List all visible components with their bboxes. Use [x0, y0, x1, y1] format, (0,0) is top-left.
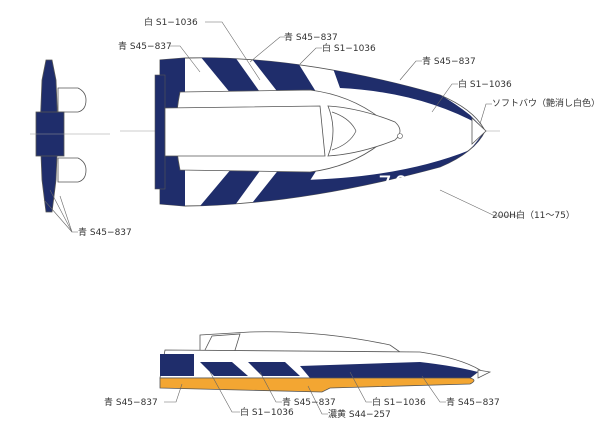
leader-side-yellow — [307, 385, 328, 415]
fuel-cap — [397, 133, 403, 139]
leader-side-white-1 — [209, 371, 240, 413]
leader-side-blue-3 — [421, 375, 446, 403]
leader-top-blue-1 — [170, 45, 201, 73]
label-side-blue-1: 青 S45−837 — [104, 398, 158, 408]
canopy — [199, 331, 402, 353]
label-top-white-3: 白 S1−1036 — [458, 80, 512, 90]
side-stripe-1 — [200, 362, 248, 376]
label-number-color: 200H白（11〜75） — [492, 211, 575, 221]
leader-number-color — [439, 189, 520, 217]
soft-bow — [471, 117, 487, 145]
leader-top-white-1 — [205, 21, 261, 81]
transom — [154, 74, 166, 190]
seat-bottom — [331, 130, 357, 151]
leader-soft-bow — [479, 103, 492, 125]
label-top-blue-2: 青 S45−837 — [284, 33, 338, 43]
side-navy-long — [300, 362, 478, 378]
label-top-blue-3: 青 S45−837 — [422, 57, 476, 67]
label-side-blue-3: 青 S45−837 — [446, 398, 500, 408]
leader-side-blue-1 — [164, 383, 183, 403]
leader-top-white-2 — [299, 47, 322, 65]
cockpit-inner — [164, 105, 326, 157]
front-view-leader-3 — [43, 199, 73, 233]
leader-top-blue-2 — [249, 36, 285, 63]
bottom-stripe-1 — [195, 168, 262, 207]
label-top-white-1: 白 S1−1036 — [144, 18, 198, 28]
top-view: 70 — [120, 21, 520, 217]
front-view-sponson-top — [57, 87, 87, 113]
leader-side-white-2 — [349, 371, 372, 403]
leader-side-blue-2 — [259, 371, 282, 403]
side-hull-yellow — [159, 377, 475, 393]
side-bow-tip — [477, 369, 492, 379]
label-top-white-2: 白 S1−1036 — [322, 44, 376, 54]
cowling — [327, 105, 401, 157]
front-view-sponson-bottom — [57, 157, 87, 183]
bottom-stripe-2 — [245, 168, 318, 207]
front-view — [30, 59, 110, 233]
label-soft-bow: ソフトバウ（艶消し白色） — [492, 99, 600, 109]
top-stripe-2 — [245, 57, 318, 95]
label-front-blue: 青 S45−837 — [78, 228, 132, 238]
leader-top-blue-3 — [399, 60, 422, 81]
top-stripe-1 — [195, 57, 262, 95]
front-view-leader-2 — [59, 195, 73, 233]
side-view — [159, 331, 492, 415]
label-side-white-1: 白 S1−1036 — [240, 408, 294, 418]
label-side-blue-2: 青 S45−837 — [282, 398, 336, 408]
seat-top — [331, 111, 357, 132]
label-top-blue-1: 青 S45−837 — [118, 42, 172, 52]
leader-top-white-3 — [431, 83, 458, 113]
boat-number: 70 — [378, 173, 410, 198]
side-stripe-2 — [248, 362, 300, 376]
label-side-white-2: 白 S1−1036 — [372, 398, 426, 408]
side-stern-navy — [160, 354, 194, 376]
label-side-yellow: 濃黄 S44−257 — [328, 410, 391, 420]
